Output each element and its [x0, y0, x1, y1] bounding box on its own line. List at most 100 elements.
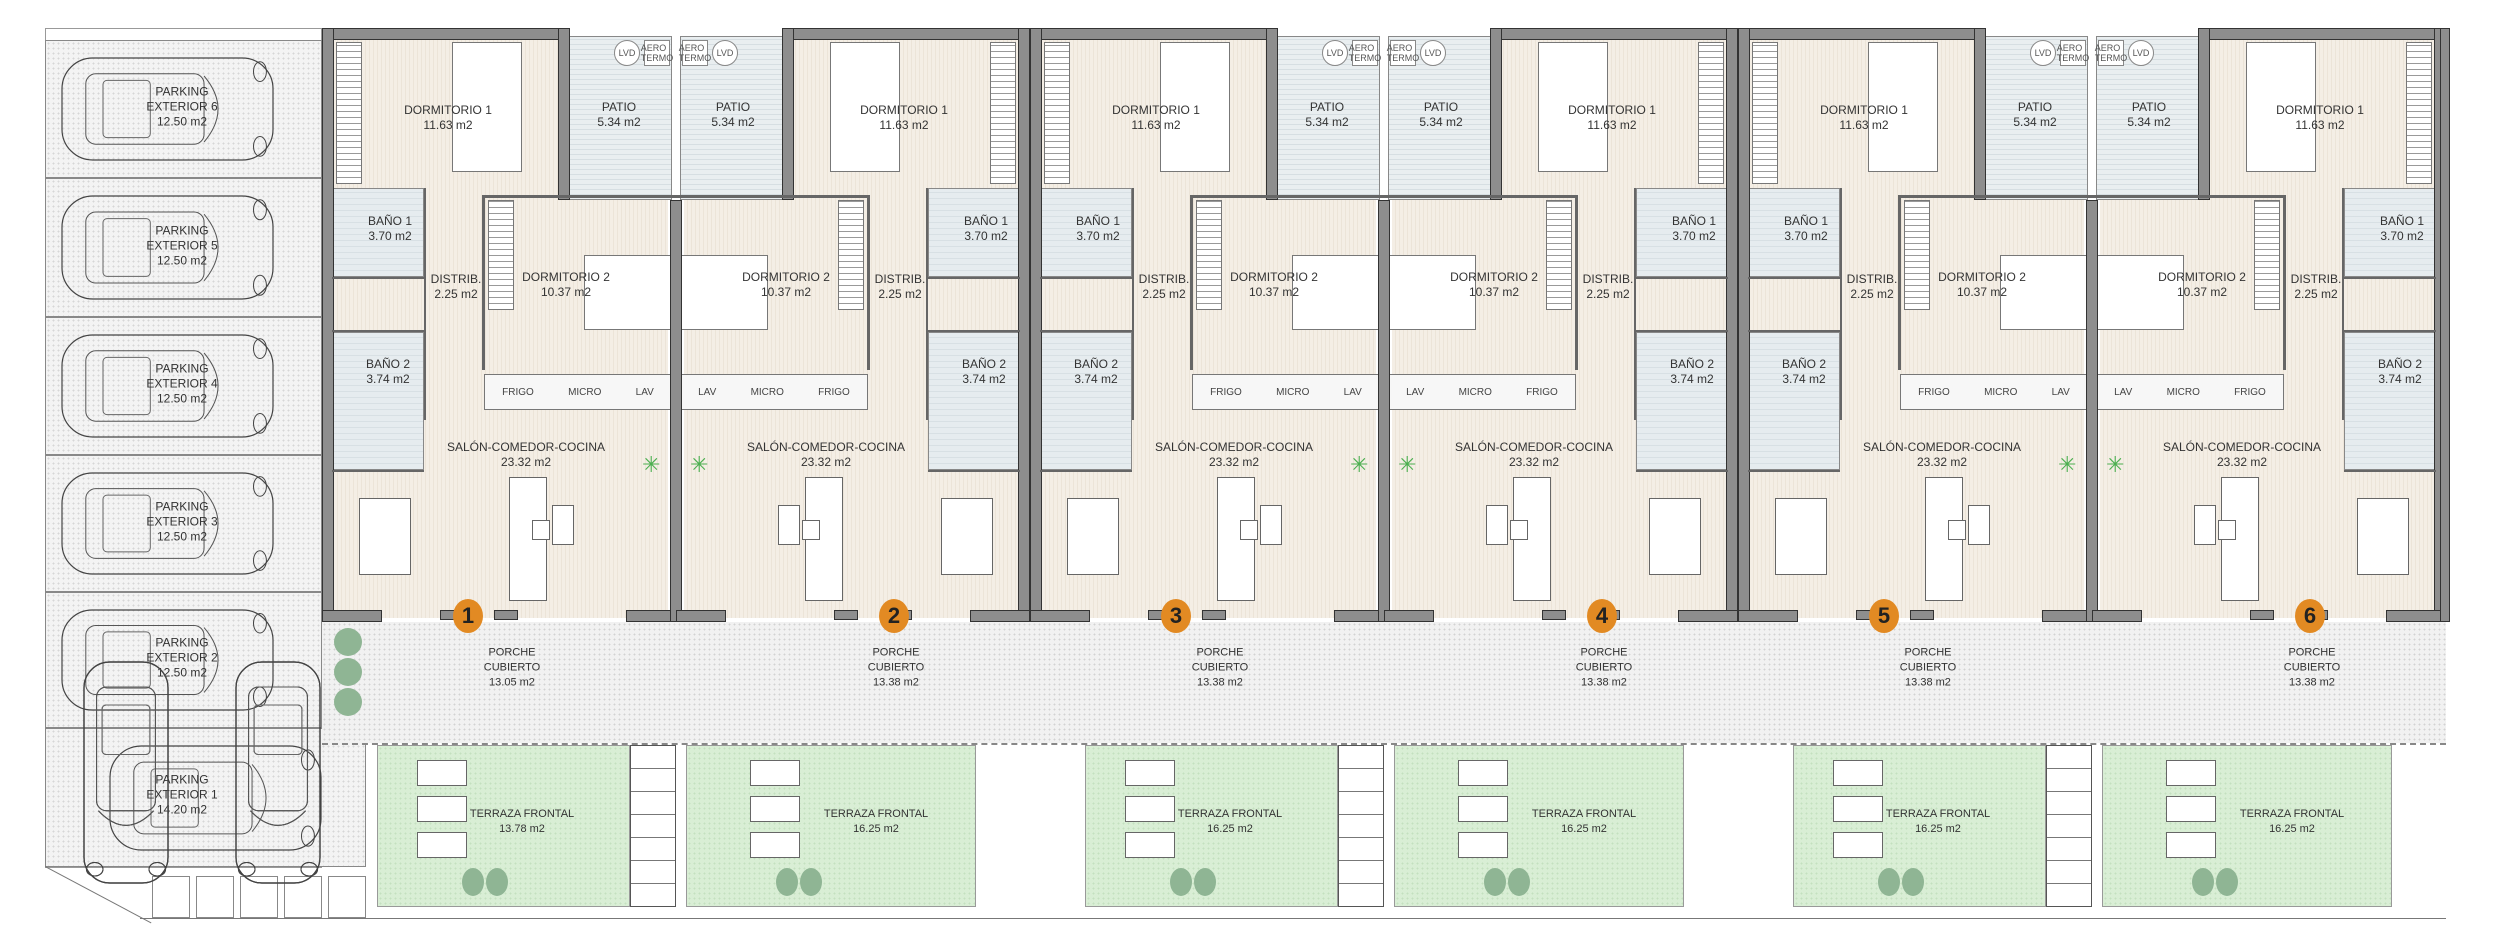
- distrib-label-text: 2.25 m2: [2294, 287, 2338, 301]
- dining-table: [359, 498, 411, 575]
- wardrobe: [1546, 200, 1572, 310]
- distrib-label-text: DISTRIB.: [1138, 272, 1190, 286]
- patio-label-text: PATIO: [1309, 100, 1345, 114]
- micro-label: MICRO: [750, 386, 784, 398]
- parking-space: [45, 317, 322, 455]
- distrib-label-text: DISTRIB.: [874, 272, 926, 286]
- patio-label-text: 5.34 m2: [597, 115, 641, 129]
- lvd-icon: LVD: [2128, 40, 2154, 66]
- partition: [2344, 470, 2436, 472]
- wall-bottom: [2042, 610, 2092, 622]
- dormitorio-2-label-text: 10.37 m2: [760, 285, 812, 299]
- distrib-label: DISTRIB.2.25 m2: [1583, 272, 1634, 302]
- partition: [1132, 188, 1134, 420]
- partition: [1748, 330, 1840, 332]
- terraza-frontal: [2102, 745, 2392, 907]
- wardrobe: [1044, 42, 1070, 184]
- lvd-icon: LVD: [2030, 40, 2056, 66]
- shrub-icon: [800, 868, 822, 896]
- dormitorio-1-label-text: DORMITORIO 1: [2276, 103, 2364, 117]
- shrub-icon: [1170, 868, 1192, 896]
- wall-bottom: [834, 610, 858, 620]
- planter-box: [417, 832, 467, 858]
- partition: [1040, 330, 1132, 332]
- parking-space: [45, 40, 322, 178]
- lav-label: LAV: [2051, 386, 2070, 398]
- wall-bottom: [1202, 610, 1226, 620]
- salon-label-text: SALÓN-COMEDOR-COCINA: [746, 440, 906, 454]
- shrub-icon: [2192, 868, 2214, 896]
- planter-box: [750, 796, 800, 822]
- bano-2: [332, 332, 424, 470]
- wardrobe: [838, 200, 864, 310]
- wall-patio: [2198, 28, 2210, 200]
- partition: [928, 330, 1020, 332]
- partition: [676, 195, 868, 198]
- lav-label: LAV: [635, 386, 654, 398]
- dormitorio-2-label-text: 10.37 m2: [2176, 285, 2228, 299]
- bano-1-label-text: BAÑO 1: [1075, 214, 1121, 228]
- wardrobe: [990, 42, 1016, 184]
- wall-bottom: [1334, 610, 1384, 622]
- wall-side: [1030, 28, 1042, 622]
- aerotermo-icon: AERO TERMO: [641, 40, 673, 66]
- planter-box: [2166, 796, 2216, 822]
- salon-label-text: 23.32 m2: [1208, 455, 1260, 469]
- partition: [1040, 277, 1132, 279]
- bano-1-label-text: BAÑO 1: [2379, 214, 2425, 228]
- parking-label-text: EXTERIOR 4: [146, 376, 218, 391]
- wardrobe: [336, 42, 362, 184]
- dormitorio-2-label-text: DORMITORIO 2: [742, 270, 830, 284]
- wall-top: [786, 28, 1030, 40]
- bed: [2246, 42, 2316, 172]
- bano-2-label-text: BAÑO 2: [1781, 357, 1827, 371]
- planter-box: [417, 796, 467, 822]
- shrub-icon: [776, 868, 798, 896]
- plant-icon: ✳: [2106, 452, 2125, 477]
- patio-label-text: PATIO: [1423, 100, 1459, 114]
- side-table: [2218, 520, 2236, 540]
- plant-icon: ✳: [1350, 452, 1369, 477]
- coffee-table: [1968, 505, 1990, 545]
- porch-band: [322, 622, 2446, 743]
- porche-label-text: 13.38 m2: [1197, 676, 1243, 689]
- partition: [1040, 470, 1132, 472]
- distrib-label-text: 2.25 m2: [434, 287, 478, 301]
- wall-end: [2440, 28, 2450, 622]
- pergola-dashed-line: [322, 743, 2446, 745]
- bano-2-label-text: 3.74 m2: [366, 372, 410, 386]
- wall-bottom: [494, 610, 518, 620]
- patio-label-text: 5.34 m2: [1419, 115, 1463, 129]
- dining-table: [941, 498, 993, 575]
- shrub-icon: [334, 628, 362, 656]
- wall-side: [1018, 28, 1030, 622]
- planter-box: [1458, 832, 1508, 858]
- dormitorio-2-label-text: DORMITORIO 2: [1450, 270, 1538, 284]
- parking-label-text: EXTERIOR 1: [146, 787, 218, 802]
- wall-bottom: [1678, 610, 1738, 622]
- bano-1: [1748, 188, 1840, 277]
- car-icon: [61, 334, 274, 438]
- lvd-icon: LVD: [614, 40, 640, 66]
- wall-bottom: [2092, 610, 2142, 622]
- planter-box: [1458, 796, 1508, 822]
- parking-label-text: PARKING: [155, 361, 209, 376]
- car-icon: [61, 472, 274, 575]
- dormitorio-1-label-text: 11.63 m2: [1131, 118, 1181, 132]
- bano-2-label-text: BAÑO 2: [1669, 357, 1715, 371]
